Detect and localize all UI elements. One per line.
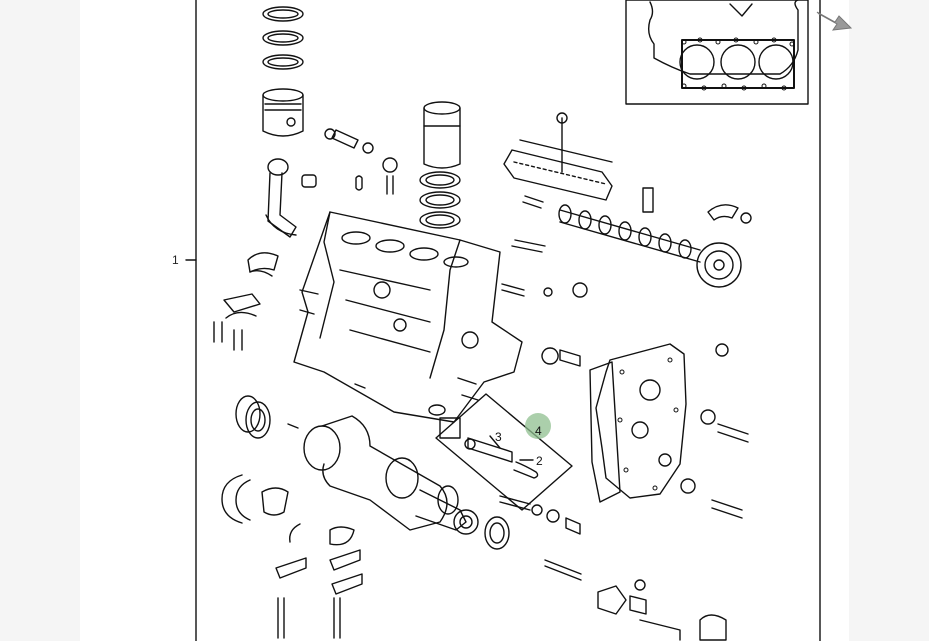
callout-4: 4 xyxy=(535,424,542,438)
camshaft xyxy=(558,204,742,288)
timing-plate xyxy=(595,343,687,499)
dowel xyxy=(355,175,363,191)
piston xyxy=(262,88,304,137)
spacer-c xyxy=(565,517,581,535)
stud-pair xyxy=(511,239,546,253)
stud-pair-lower xyxy=(501,283,525,297)
head-gasket-inset xyxy=(625,0,809,105)
rocker-cover xyxy=(503,112,613,201)
crank-pulley xyxy=(484,516,510,550)
bolt-a xyxy=(717,423,749,443)
spacer-b xyxy=(546,509,560,523)
oil-pump-kit xyxy=(435,393,573,511)
callout-3: 3 xyxy=(495,430,502,444)
cap-bolts-c xyxy=(277,597,285,639)
wrist-pin xyxy=(324,128,374,154)
right-margin xyxy=(849,0,929,641)
small-bushing xyxy=(301,174,317,188)
pulley-bolt xyxy=(499,495,531,511)
arrow-down-right-icon[interactable] xyxy=(815,6,855,32)
washer xyxy=(382,157,398,173)
cap-bolts-d xyxy=(333,597,341,639)
cylinder-liner xyxy=(423,101,461,169)
key xyxy=(287,423,299,429)
oil-seal xyxy=(541,347,559,365)
washer-a xyxy=(700,409,716,425)
plug-washer xyxy=(428,404,446,416)
bolt-head xyxy=(740,212,752,224)
spacer-a xyxy=(531,504,543,516)
pin-pair xyxy=(522,195,544,209)
connecting-rod xyxy=(265,158,297,238)
bush xyxy=(559,349,581,367)
oil-pump-assembly xyxy=(544,559,727,641)
washer-b xyxy=(680,478,696,494)
dowels-lower xyxy=(457,377,479,401)
piston-rings xyxy=(262,6,304,70)
main-bearings xyxy=(221,474,355,546)
cap-bolts-a xyxy=(213,321,223,343)
bearing-caps xyxy=(223,293,363,595)
crank-sprocket xyxy=(453,509,479,535)
cam-follower xyxy=(642,187,654,213)
left-margin xyxy=(0,0,80,641)
stud xyxy=(386,175,394,195)
thrust-plate xyxy=(707,204,739,221)
plug xyxy=(439,417,461,439)
rear-seal xyxy=(235,395,271,439)
seal-top xyxy=(715,343,729,357)
engine-block xyxy=(293,211,523,423)
highlight-marker[interactable] xyxy=(525,413,551,439)
timing-gasket xyxy=(589,361,621,503)
liner-seals xyxy=(419,171,461,229)
bolt-b xyxy=(711,499,743,519)
washer-right xyxy=(572,282,588,298)
diagram-frame xyxy=(185,0,821,641)
spring-cap xyxy=(543,287,553,297)
cap-bolts-b xyxy=(233,329,243,351)
crankshaft xyxy=(303,415,467,531)
callout-2: 2 xyxy=(536,454,543,468)
big-end-shell-b xyxy=(249,269,273,277)
big-end-shell-a xyxy=(247,252,279,273)
group-label: 1 xyxy=(172,253,179,267)
drain-plug xyxy=(354,383,366,389)
